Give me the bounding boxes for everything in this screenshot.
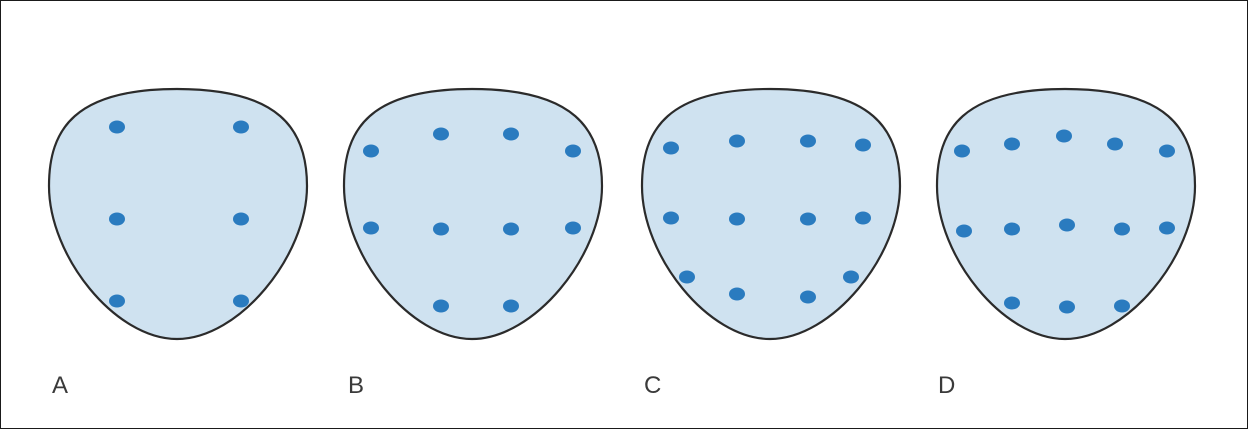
electrode-dot-d-9 bbox=[1114, 222, 1130, 236]
panel-a bbox=[47, 87, 309, 341]
electrode-dot-d-3 bbox=[1056, 129, 1072, 143]
electrode-dot-d-1 bbox=[954, 144, 970, 158]
electrode-dot-b-5 bbox=[363, 221, 379, 235]
electrode-dot-a-1 bbox=[109, 120, 125, 134]
electrode-dot-c-4 bbox=[855, 138, 871, 152]
electrode-dot-a-6 bbox=[233, 294, 249, 308]
electrode-dot-b-10 bbox=[503, 299, 519, 313]
electrode-dot-b-7 bbox=[503, 222, 519, 236]
electrode-dot-c-2 bbox=[729, 134, 745, 148]
electrode-dot-c-9 bbox=[679, 270, 695, 284]
electrode-dot-c-6 bbox=[729, 212, 745, 226]
panel-label-c: C bbox=[644, 372, 662, 399]
electrode-dot-d-7 bbox=[1004, 222, 1020, 236]
electrode-dot-c-10 bbox=[729, 287, 745, 301]
electrode-dot-c-12 bbox=[843, 270, 859, 284]
electrode-dot-d-10 bbox=[1159, 221, 1175, 235]
head-outline-a bbox=[47, 87, 309, 341]
electrode-dot-a-5 bbox=[109, 294, 125, 308]
electrode-dot-b-4 bbox=[565, 144, 581, 158]
electrode-dot-d-13 bbox=[1114, 299, 1130, 313]
head-outline-c bbox=[640, 87, 902, 341]
electrode-dot-d-11 bbox=[1004, 296, 1020, 310]
electrode-dot-c-7 bbox=[800, 212, 816, 226]
electrode-dot-b-2 bbox=[433, 127, 449, 141]
electrode-dot-b-3 bbox=[503, 127, 519, 141]
electrode-dot-c-3 bbox=[800, 134, 816, 148]
electrode-dot-c-11 bbox=[800, 290, 816, 304]
panel-b bbox=[342, 87, 604, 341]
electrode-dot-a-4 bbox=[233, 212, 249, 226]
panel-c bbox=[640, 87, 902, 341]
electrode-dot-c-8 bbox=[855, 211, 871, 225]
electrode-dot-d-12 bbox=[1059, 300, 1075, 314]
electrode-dot-d-4 bbox=[1107, 137, 1123, 151]
electrode-dot-b-6 bbox=[433, 222, 449, 236]
electrode-dot-a-3 bbox=[109, 212, 125, 226]
electrode-dot-c-5 bbox=[663, 211, 679, 225]
electrode-dot-a-2 bbox=[233, 120, 249, 134]
electrode-dot-d-8 bbox=[1059, 218, 1075, 232]
electrode-dot-c-1 bbox=[663, 141, 679, 155]
panel-label-b: B bbox=[348, 372, 365, 399]
head-outline-b bbox=[342, 87, 604, 341]
electrode-dot-b-8 bbox=[565, 221, 581, 235]
electrode-dot-d-6 bbox=[956, 224, 972, 238]
panel-d bbox=[935, 87, 1197, 341]
panel-label-d: D bbox=[938, 372, 956, 399]
electrode-dot-d-2 bbox=[1004, 137, 1020, 151]
electrode-dot-b-1 bbox=[363, 144, 379, 158]
electrode-dot-d-5 bbox=[1159, 144, 1175, 158]
panel-label-a: A bbox=[52, 372, 69, 399]
electrode-dot-b-9 bbox=[433, 299, 449, 313]
head-outline-d bbox=[935, 87, 1197, 341]
